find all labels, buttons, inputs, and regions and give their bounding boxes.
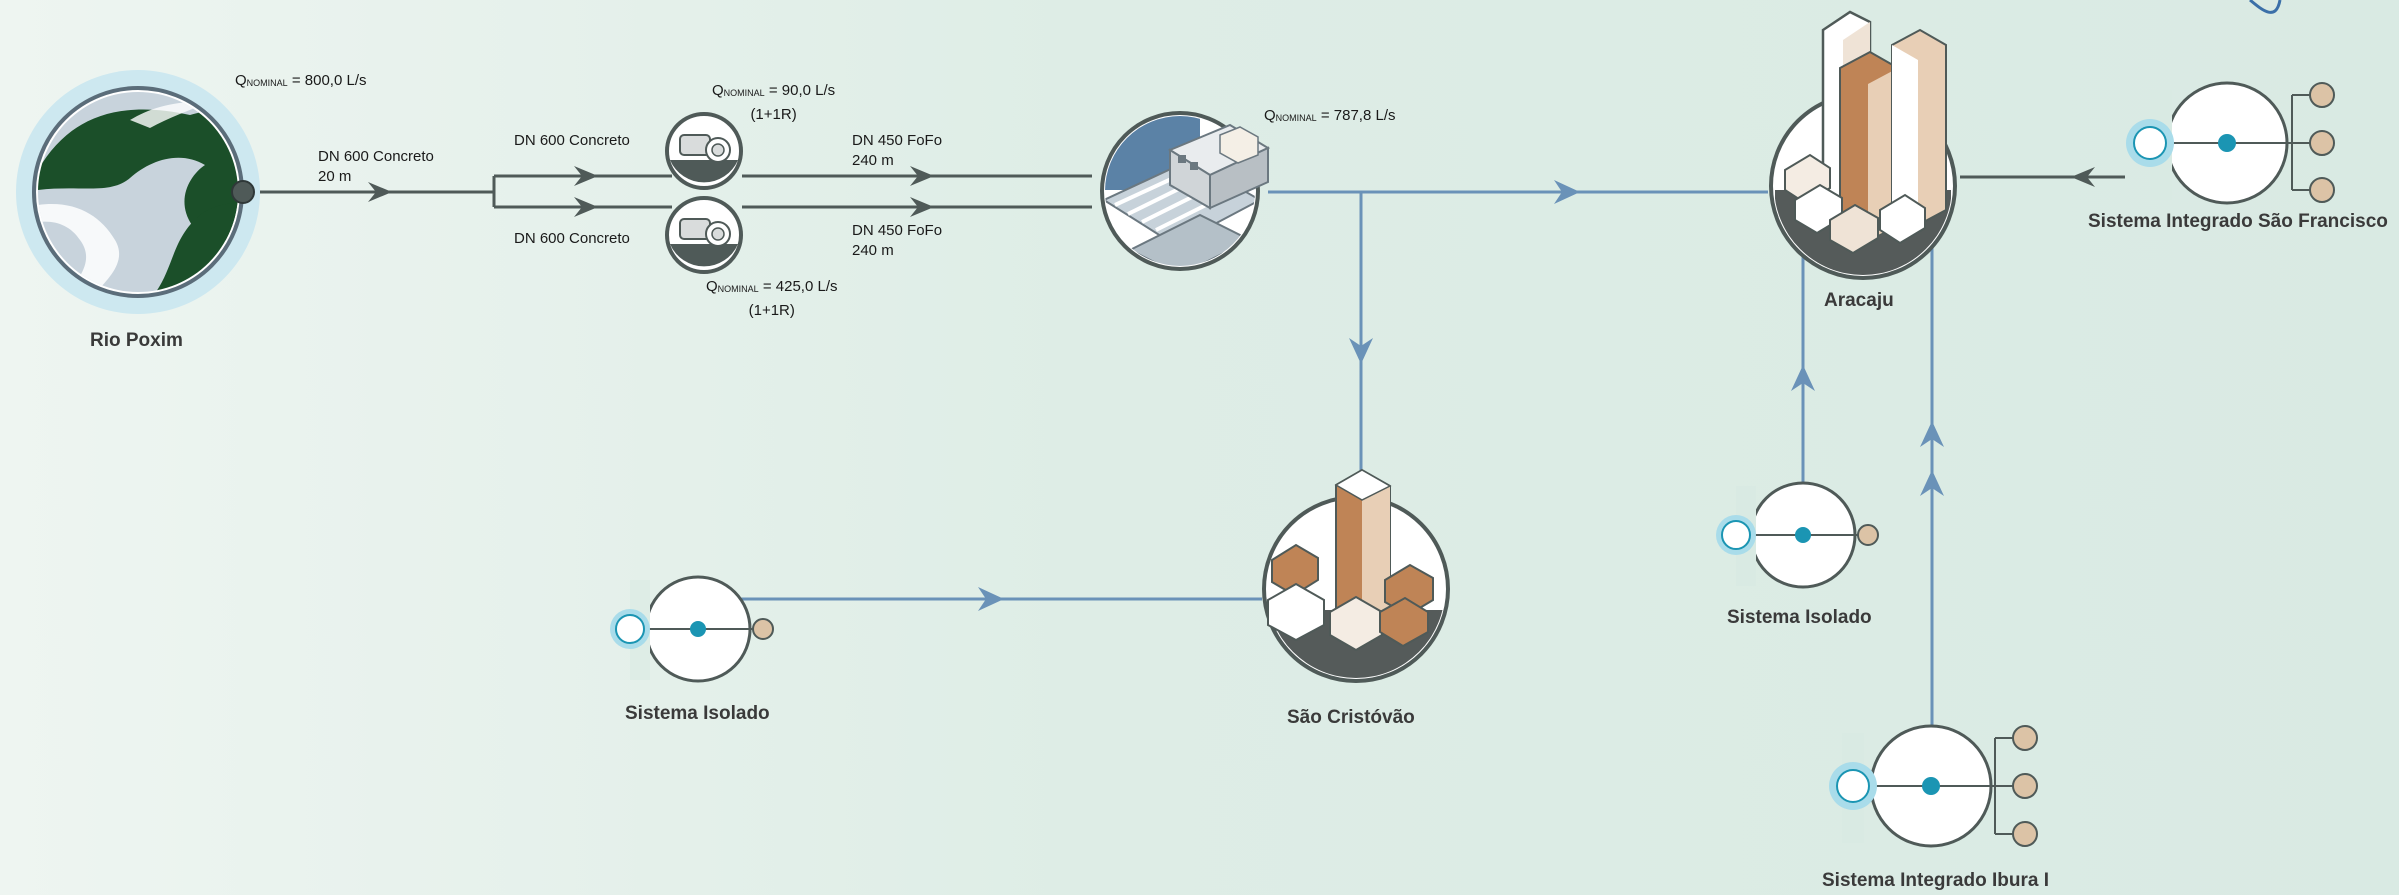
aracaju-icon <box>1769 0 2282 280</box>
q-pump-bottom-label: QNOMINAL = 425,0 L/s (1+1R) <box>706 276 838 321</box>
arrow-top-out <box>910 166 934 186</box>
treatment-plant-icon <box>1100 111 1271 271</box>
rio-poxim-icon <box>16 70 260 314</box>
sistema-isolado-right-icon <box>1716 481 1879 589</box>
sistema-ibura-icon <box>1829 724 2038 848</box>
q-subscript: NOMINAL <box>717 284 759 294</box>
q-pump-top-label: QNOMINAL = 90,0 L/s (1+1R) <box>712 80 835 125</box>
pipe-bottom-out-spec: DN 450 FoFo <box>852 222 943 239</box>
arrow-sao-francisco <box>2071 167 2095 187</box>
pipe-top-out-spec: DN 450 FoFo <box>852 132 943 149</box>
q-treatment-value: = 787,8 L/s <box>1316 107 1396 124</box>
pipe-bottom-in-label: DN 600 Concreto <box>514 230 630 247</box>
q-pump-bottom-note: (1+1R) <box>748 302 795 319</box>
intake-connector <box>231 180 255 204</box>
sistema-ibura-label: Sistema Integrado Ibura I <box>1822 870 2049 891</box>
arrow-ibura-1 <box>1920 421 1944 447</box>
pipe-top-in-label: DN 600 Concreto <box>514 132 630 149</box>
arrow-to-aracaju <box>1554 180 1580 204</box>
sao-cristovao-icon <box>1262 468 1450 683</box>
sistema-isolado-left-label: Sistema Isolado <box>625 703 770 724</box>
arrow-ibura-2 <box>1920 470 1944 496</box>
rio-poxim-label: Rio Poxim <box>90 330 183 351</box>
q-subscript: NOMINAL <box>723 88 765 98</box>
raw-water-lines <box>243 174 2125 209</box>
q-subscript: NOMINAL <box>1275 113 1317 123</box>
pipe-top-out-length: 240 m <box>852 152 894 169</box>
q-intake-value: = 800,0 L/s <box>287 72 367 89</box>
arrow-bottom-in <box>574 197 598 217</box>
arrow-bottom-out <box>910 197 934 217</box>
arrow-top-in <box>574 166 598 186</box>
q-intake-label: QNOMINAL = 800,0 L/s <box>235 70 367 94</box>
arrow-intake <box>368 182 392 202</box>
q-symbol: Q <box>235 72 247 89</box>
pipe-bottom-out-length: 240 m <box>852 242 894 259</box>
pipe-intake-length: 20 m <box>318 168 352 185</box>
q-symbol: Q <box>706 278 718 295</box>
pipe-intake-label: DN 600 Concreto 20 m <box>318 147 434 187</box>
treated-arrows <box>978 180 1944 611</box>
arrow-isolado-right <box>1791 365 1815 391</box>
q-pump-bottom-value: = 425,0 L/s <box>758 278 838 295</box>
q-symbol: Q <box>1264 107 1276 124</box>
sistema-sao-francisco-label: Sistema Integrado São Francisco <box>2088 211 2388 232</box>
sistema-isolado-left-icon <box>610 575 774 683</box>
raw-arrows <box>368 166 2095 217</box>
arrow-to-sao-cristovao <box>1349 338 1373 364</box>
aracaju-label: Aracaju <box>1824 290 1894 311</box>
pipe-intake-spec: DN 600 Concreto <box>318 148 434 165</box>
arrow-isolado-left <box>978 587 1004 611</box>
sao-cristovao-label: São Cristóvão <box>1287 707 1415 728</box>
pipe-bottom-out-label: DN 450 FoFo 240 m <box>852 221 942 261</box>
q-treatment-label: QNOMINAL = 787,8 L/s <box>1264 105 1396 129</box>
sistema-isolado-right-label: Sistema Isolado <box>1727 607 1872 628</box>
pipe-top-out-label: DN 450 FoFo 240 m <box>852 131 942 171</box>
q-subscript: NOMINAL <box>246 78 288 88</box>
pump-top-icon <box>665 112 743 190</box>
q-pump-top-value: = 90,0 L/s <box>764 82 836 99</box>
q-pump-top-note: (1+1R) <box>750 106 797 123</box>
sistema-sao-francisco-icon <box>2126 81 2335 205</box>
q-symbol: Q <box>712 82 724 99</box>
pump-bottom-icon <box>665 196 743 274</box>
